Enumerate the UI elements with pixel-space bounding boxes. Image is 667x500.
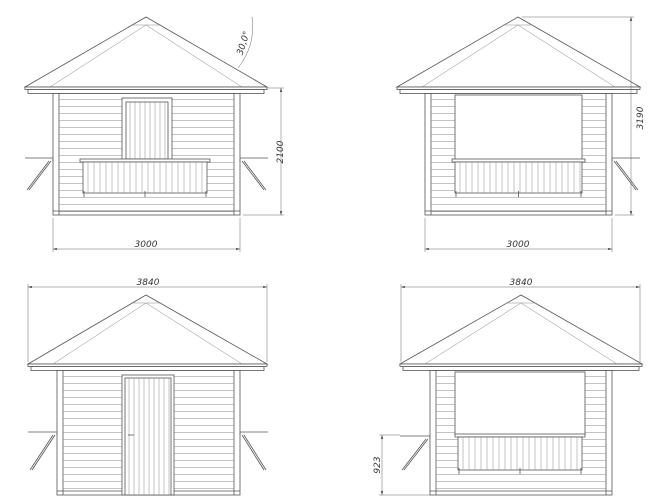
roof-inner-line [145, 24, 243, 88]
dimension-arrow [636, 285, 640, 289]
dim-width-label-2: 3000 [507, 240, 530, 250]
eave-board [27, 89, 265, 94]
eave-board [399, 89, 638, 94]
flap-strut [243, 434, 267, 471]
roof-inner-line [49, 24, 147, 88]
dim-roof-width-label: 3840 [137, 278, 160, 288]
flap-strut [28, 160, 52, 191]
dimension-arrow [53, 247, 57, 251]
dimension-arrow [629, 211, 633, 215]
roof-inner-line [520, 302, 618, 365]
counter-top [454, 433, 586, 438]
dimension-arrow [236, 247, 240, 251]
dim-height-label: 2100 [276, 140, 286, 163]
roof-inner-line [52, 302, 147, 365]
dim-counter-height-label: 923 [373, 456, 383, 473]
view-rear-door [26, 294, 269, 496]
dim-width-label: 3000 [135, 240, 158, 250]
shutter-panel [125, 101, 169, 160]
flap-strut [31, 434, 56, 471]
angle-arc [237, 16, 253, 69]
view-front-open [395, 16, 642, 216]
serving-opening [454, 94, 583, 161]
dimension-arrow [263, 285, 267, 289]
eave-board [402, 366, 640, 371]
roof-inner-line [424, 302, 522, 365]
counter-top [451, 158, 586, 163]
counter-top [79, 158, 211, 163]
dimension-arrow [380, 491, 384, 495]
roof [398, 294, 644, 365]
flap-strut [401, 438, 427, 471]
dimension-arrow [279, 211, 283, 215]
dim-roof-width-label-2: 3840 [510, 278, 533, 288]
dim-roof-angle-label: 30,0° [236, 30, 253, 56]
eave-board [30, 366, 265, 371]
dimension-arrow [28, 285, 32, 289]
counter-front [82, 161, 208, 194]
dimension-arrow [380, 435, 384, 439]
roof-inner-line [517, 24, 616, 88]
view-side-open [398, 294, 644, 496]
flap-strut [26, 160, 50, 191]
dimension-arrow [608, 247, 612, 251]
flap-strut [613, 160, 637, 191]
counter-front [454, 161, 583, 194]
dimension-arrow [629, 17, 633, 21]
dimension-arrow [401, 285, 405, 289]
view-front-closed [23, 16, 269, 216]
dimension-lines [27, 16, 641, 496]
dimension-arrow [279, 88, 283, 92]
roof [23, 16, 269, 88]
roof-inner-line [421, 24, 519, 88]
serving-opening [454, 371, 586, 436]
roof [26, 294, 269, 365]
flap-strut [615, 160, 639, 191]
roof [395, 16, 642, 88]
counter-front [457, 436, 583, 471]
dim-total-height-label: 3190 [636, 106, 646, 129]
flap-strut [241, 434, 265, 471]
flap-strut [403, 438, 429, 471]
dimension-arrow [425, 247, 429, 251]
flap-strut [243, 160, 267, 191]
door-panel [124, 377, 172, 496]
flap-strut [29, 434, 54, 471]
roof-inner-line [145, 302, 243, 365]
flap-strut [241, 160, 265, 191]
